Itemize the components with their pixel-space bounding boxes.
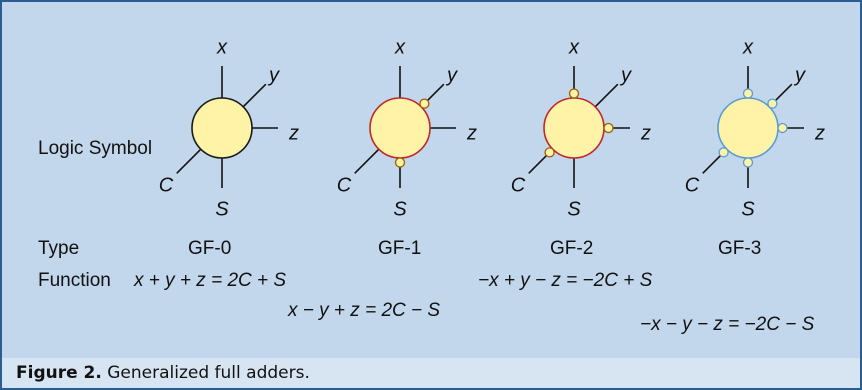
caption-text: Generalized full adders.: [101, 363, 310, 383]
gate-diagram: x y zC Sx y zC Sx y zC Sx y zC S: [159, 36, 825, 220]
terminal-label-y: y: [267, 64, 280, 86]
function-equation: x + y + z = 2C + S: [134, 270, 287, 291]
inversion-bubble-z: [603, 122, 614, 134]
caption-band: [2, 358, 860, 388]
inversion-bubble-C: [544, 147, 555, 158]
inversion-bubble-S: [742, 157, 754, 168]
terminal-label-S: S: [215, 198, 229, 220]
gate-type-label: GF-2: [550, 238, 594, 259]
gate-type-label: GF-3: [718, 238, 762, 259]
terminal-label-y: y: [793, 64, 806, 86]
terminal-label-z: z: [814, 122, 825, 144]
terminal-label-z: z: [288, 122, 299, 144]
caption-title: Figure 2.: [16, 363, 102, 383]
row-label-function: Function: [38, 270, 111, 291]
terminal-label-y: y: [445, 64, 458, 86]
terminal-line-y: [241, 83, 267, 109]
terminal-line-C: [354, 147, 381, 174]
inversion-bubble-x: [568, 88, 580, 99]
terminal-label-S: S: [567, 198, 581, 220]
function-equation: −x − y − z = −2C − S: [640, 314, 815, 335]
terminal-label-C: C: [159, 174, 174, 196]
inversion-bubble-y: [419, 98, 430, 109]
terminal-line-y: [593, 83, 619, 109]
function-equation: x − y + z = 2C − S: [288, 300, 441, 321]
row-label-type: Type: [38, 238, 80, 259]
terminal-label-x: x: [394, 36, 406, 58]
inversion-bubble-z: [777, 122, 788, 134]
terminal-line-C: [176, 147, 203, 174]
inversion-bubble-y: [767, 98, 778, 109]
terminal-label-y: y: [619, 64, 632, 86]
terminal-label-S: S: [393, 198, 407, 220]
terminal-label-z: z: [640, 122, 651, 144]
terminal-label-z: z: [466, 122, 477, 144]
gate-type-label: GF-1: [378, 238, 422, 259]
terminal-label-S: S: [741, 198, 755, 220]
inversion-bubble-C: [718, 147, 729, 158]
terminal-label-x: x: [742, 36, 754, 58]
terminal-label-x: x: [216, 36, 228, 58]
inversion-bubble-S: [394, 157, 406, 168]
terminal-label-C: C: [337, 174, 352, 196]
terminal-label-C: C: [511, 174, 526, 196]
function-equation: −x + y − z = −2C + S: [478, 270, 653, 291]
terminal-label-C: C: [685, 174, 700, 196]
gate-symbol-circle: [191, 97, 253, 159]
figure-caption: Figure 2. Generalized full adders.: [16, 363, 310, 383]
inversion-bubble-x: [742, 88, 754, 99]
terminal-label-x: x: [568, 36, 580, 58]
gate-type-label: GF-0: [188, 238, 232, 259]
row-label-logic-symbol: Logic Symbol: [38, 138, 153, 159]
